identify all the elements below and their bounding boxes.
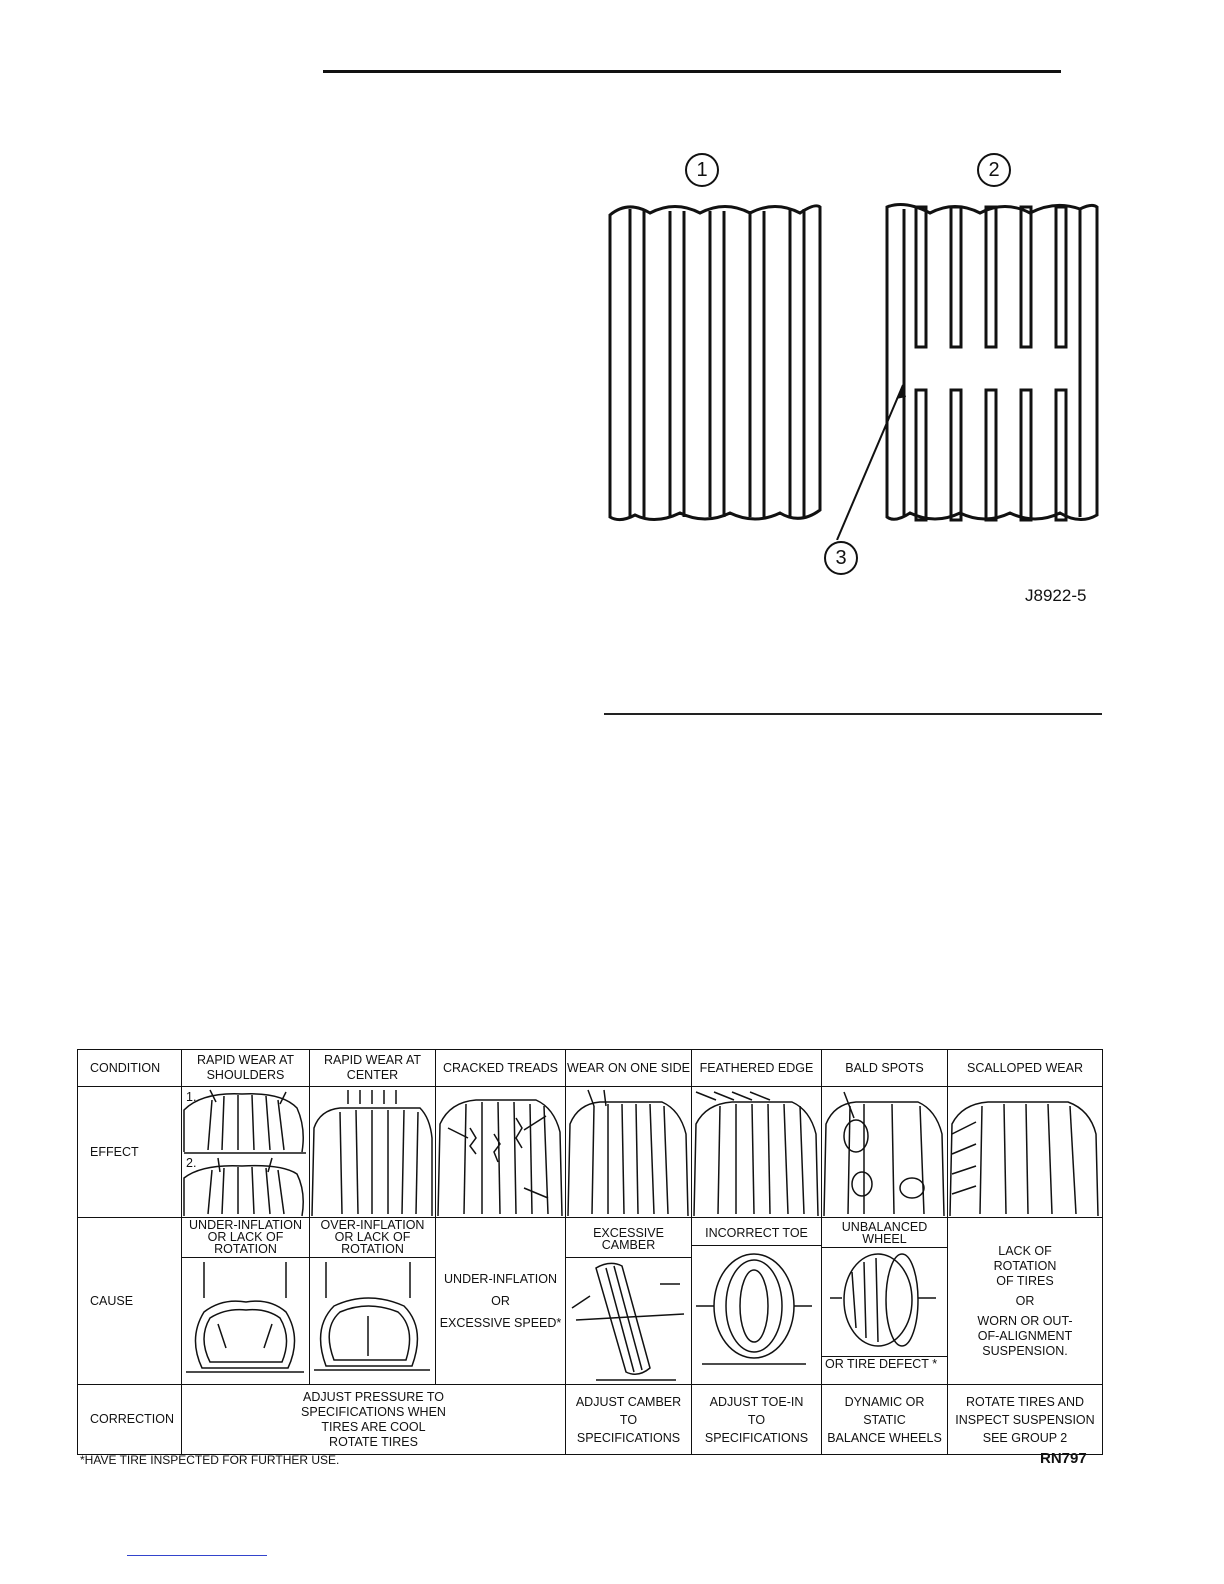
- correction-balance: DYNAMIC OR STATIC BALANCE WHEELS: [821, 1384, 948, 1455]
- cause-scalloped: LACK OF ROTATION OF TIRES OR WORN OR OUT…: [947, 1217, 1103, 1385]
- feathered-edge-illustration: [693, 1090, 819, 1216]
- callout-3: 3: [824, 541, 858, 575]
- cause-scalloped-line-2: ROTATION: [993, 1258, 1057, 1273]
- correction-balance-line-3: BALANCE WHEELS: [827, 1430, 942, 1445]
- effect-bald: [821, 1086, 948, 1218]
- cause-one-side-text: EXCESSIVE CAMBER: [566, 1218, 691, 1258]
- correction-rotate: ROTATE TIRES AND INSPECT SUSPENSION SEE …: [947, 1384, 1103, 1455]
- cause-scalloped-line-3: OF TIRES: [996, 1273, 1054, 1288]
- condition-scalloped: SCALLOPED WEAR: [947, 1049, 1103, 1087]
- correction-toe-line-1: ADJUST TOE-IN: [709, 1394, 804, 1409]
- incorrect-toe-diagram: [696, 1253, 812, 1365]
- center-wear-illustration: [311, 1089, 433, 1216]
- cause-center-text: OVER-INFLATION OR LACK OF ROTATION: [310, 1218, 435, 1258]
- cause-row: CAUSE UNDER-INFLATION OR LACK OF ROTATIO…: [77, 1217, 1103, 1385]
- cause-cracked-line-1: UNDER-INFLATION: [444, 1272, 557, 1286]
- effect-scalloped: [947, 1086, 1103, 1218]
- correction-pressure-line-3: TIRES ARE COOL: [321, 1419, 426, 1434]
- cracked-tread-illustration: [437, 1098, 563, 1216]
- one-side-wear-illustration: [567, 1089, 689, 1216]
- under-inflation-diagram: [186, 1262, 304, 1373]
- condition-feathered: FEATHERED EDGE: [691, 1049, 822, 1087]
- tread-wear-figure: [608, 203, 1099, 540]
- cause-cracked-line-3: EXCESSIVE SPEED*: [439, 1316, 562, 1330]
- cause-feathered: INCORRECT TOE: [691, 1217, 822, 1385]
- shoulder-wear-illustration: [183, 1089, 306, 1216]
- correction-toe-line-2: TO: [747, 1412, 766, 1427]
- correction-rotate-line-2: INSPECT SUSPENSION: [955, 1412, 1095, 1427]
- condition-bald: BALD SPOTS: [821, 1049, 948, 1087]
- condition-shoulders: RAPID WEAR AT SHOULDERS: [181, 1049, 310, 1087]
- effect-cracked: [435, 1086, 566, 1218]
- condition-row: CONDITION RAPID WEAR AT SHOULDERS RAPID …: [77, 1049, 1103, 1087]
- over-inflation-diagram: [314, 1262, 430, 1371]
- correction-toe-line-3: SPECIFICATIONS: [704, 1430, 809, 1445]
- header-rule: [323, 70, 1061, 73]
- cause-bald-extra: OR TIRE DEFECT *: [822, 1356, 947, 1371]
- cause-shoulders: UNDER-INFLATION OR LACK OF ROTATION: [181, 1217, 310, 1385]
- correction-pressure-line-2: SPECIFICATIONS WHEN: [301, 1404, 446, 1419]
- effect-feathered: [691, 1086, 822, 1218]
- correction-rotate-line-3: SEE GROUP 2: [982, 1430, 1068, 1445]
- condition-one-side: WEAR ON ONE SIDE: [565, 1049, 692, 1087]
- footer-link-rule: [127, 1555, 267, 1556]
- cause-scalloped-line-7: SUSPENSION.: [982, 1343, 1068, 1358]
- cause-scalloped-line-4: OR: [1015, 1293, 1035, 1308]
- correction-pressure-line-4: ROTATE TIRES: [329, 1434, 418, 1449]
- table-code: RN797: [1040, 1450, 1087, 1467]
- condition-cracked: CRACKED TREADS: [435, 1049, 566, 1087]
- correction-camber-line-2: TO: [619, 1412, 638, 1427]
- cause-scalloped-line-5: WORN OR OUT-: [977, 1313, 1073, 1328]
- correction-pressure: ADJUST PRESSURE TO SPECIFICATIONS WHEN T…: [181, 1384, 566, 1455]
- unbalanced-wheel-diagram: [830, 1253, 936, 1347]
- scalloped-wear-illustration: [949, 1100, 1099, 1216]
- effect-row: EFFECT: [77, 1086, 1103, 1218]
- cause-bald: UNBALANCED WHEEL OR TIRE DEFECT *: [821, 1217, 948, 1385]
- effect-label-2: 2.: [186, 1155, 197, 1170]
- cause-feathered-text: INCORRECT TOE: [692, 1218, 821, 1246]
- correction-row: CORRECTION ADJUST PRESSURE TO SPECIFICAT…: [77, 1384, 1103, 1455]
- correction-camber-line-1: ADJUST CAMBER: [575, 1394, 682, 1409]
- cause-bald-text: UNBALANCED WHEEL: [822, 1218, 947, 1248]
- figure-code: J8922-5: [1025, 586, 1087, 605]
- correction-pressure-line-1: ADJUST PRESSURE TO: [302, 1389, 444, 1404]
- callout-2: 2: [977, 153, 1011, 187]
- callout-1: 1: [685, 153, 719, 187]
- correction-label: CORRECTION: [77, 1384, 182, 1455]
- effect-center: [309, 1086, 436, 1218]
- tire-wear-table: CONDITION RAPID WEAR AT SHOULDERS RAPID …: [77, 1049, 1103, 1455]
- cause-one-side: EXCESSIVE CAMBER: [565, 1217, 692, 1385]
- correction-balance-line-1: DYNAMIC OR: [844, 1394, 925, 1409]
- condition-label: CONDITION: [77, 1049, 182, 1087]
- effect-label: EFFECT: [77, 1086, 182, 1218]
- section-rule: [604, 713, 1102, 715]
- cause-shoulders-text: UNDER-INFLATION OR LACK OF ROTATION: [182, 1218, 309, 1258]
- correction-toe: ADJUST TOE-IN TO SPECIFICATIONS: [691, 1384, 822, 1455]
- excessive-camber-diagram: [571, 1262, 685, 1381]
- cause-scalloped-line-6: OF-ALIGNMENT: [977, 1328, 1073, 1343]
- table-footnote: *HAVE TIRE INSPECTED FOR FURTHER USE.: [80, 1453, 340, 1467]
- cause-scalloped-line-1: LACK OF: [998, 1243, 1052, 1258]
- cause-cracked-line-2: OR: [491, 1294, 510, 1308]
- condition-center: RAPID WEAR AT CENTER: [309, 1049, 436, 1087]
- correction-camber-line-3: SPECIFICATIONS: [576, 1430, 681, 1445]
- cause-cracked: UNDER-INFLATION OR EXCESSIVE SPEED*: [435, 1217, 566, 1385]
- effect-label-1: 1.: [186, 1089, 197, 1104]
- correction-balance-line-2: STATIC: [863, 1412, 906, 1427]
- bald-spots-illustration: [823, 1091, 945, 1216]
- cause-label: CAUSE: [77, 1217, 182, 1385]
- cause-center: OVER-INFLATION OR LACK OF ROTATION: [309, 1217, 436, 1385]
- effect-one-side: [565, 1086, 692, 1218]
- correction-camber: ADJUST CAMBER TO SPECIFICATIONS: [565, 1384, 692, 1455]
- effect-shoulders: 1. 2.: [181, 1086, 310, 1218]
- correction-rotate-line-1: ROTATE TIRES AND: [965, 1394, 1085, 1409]
